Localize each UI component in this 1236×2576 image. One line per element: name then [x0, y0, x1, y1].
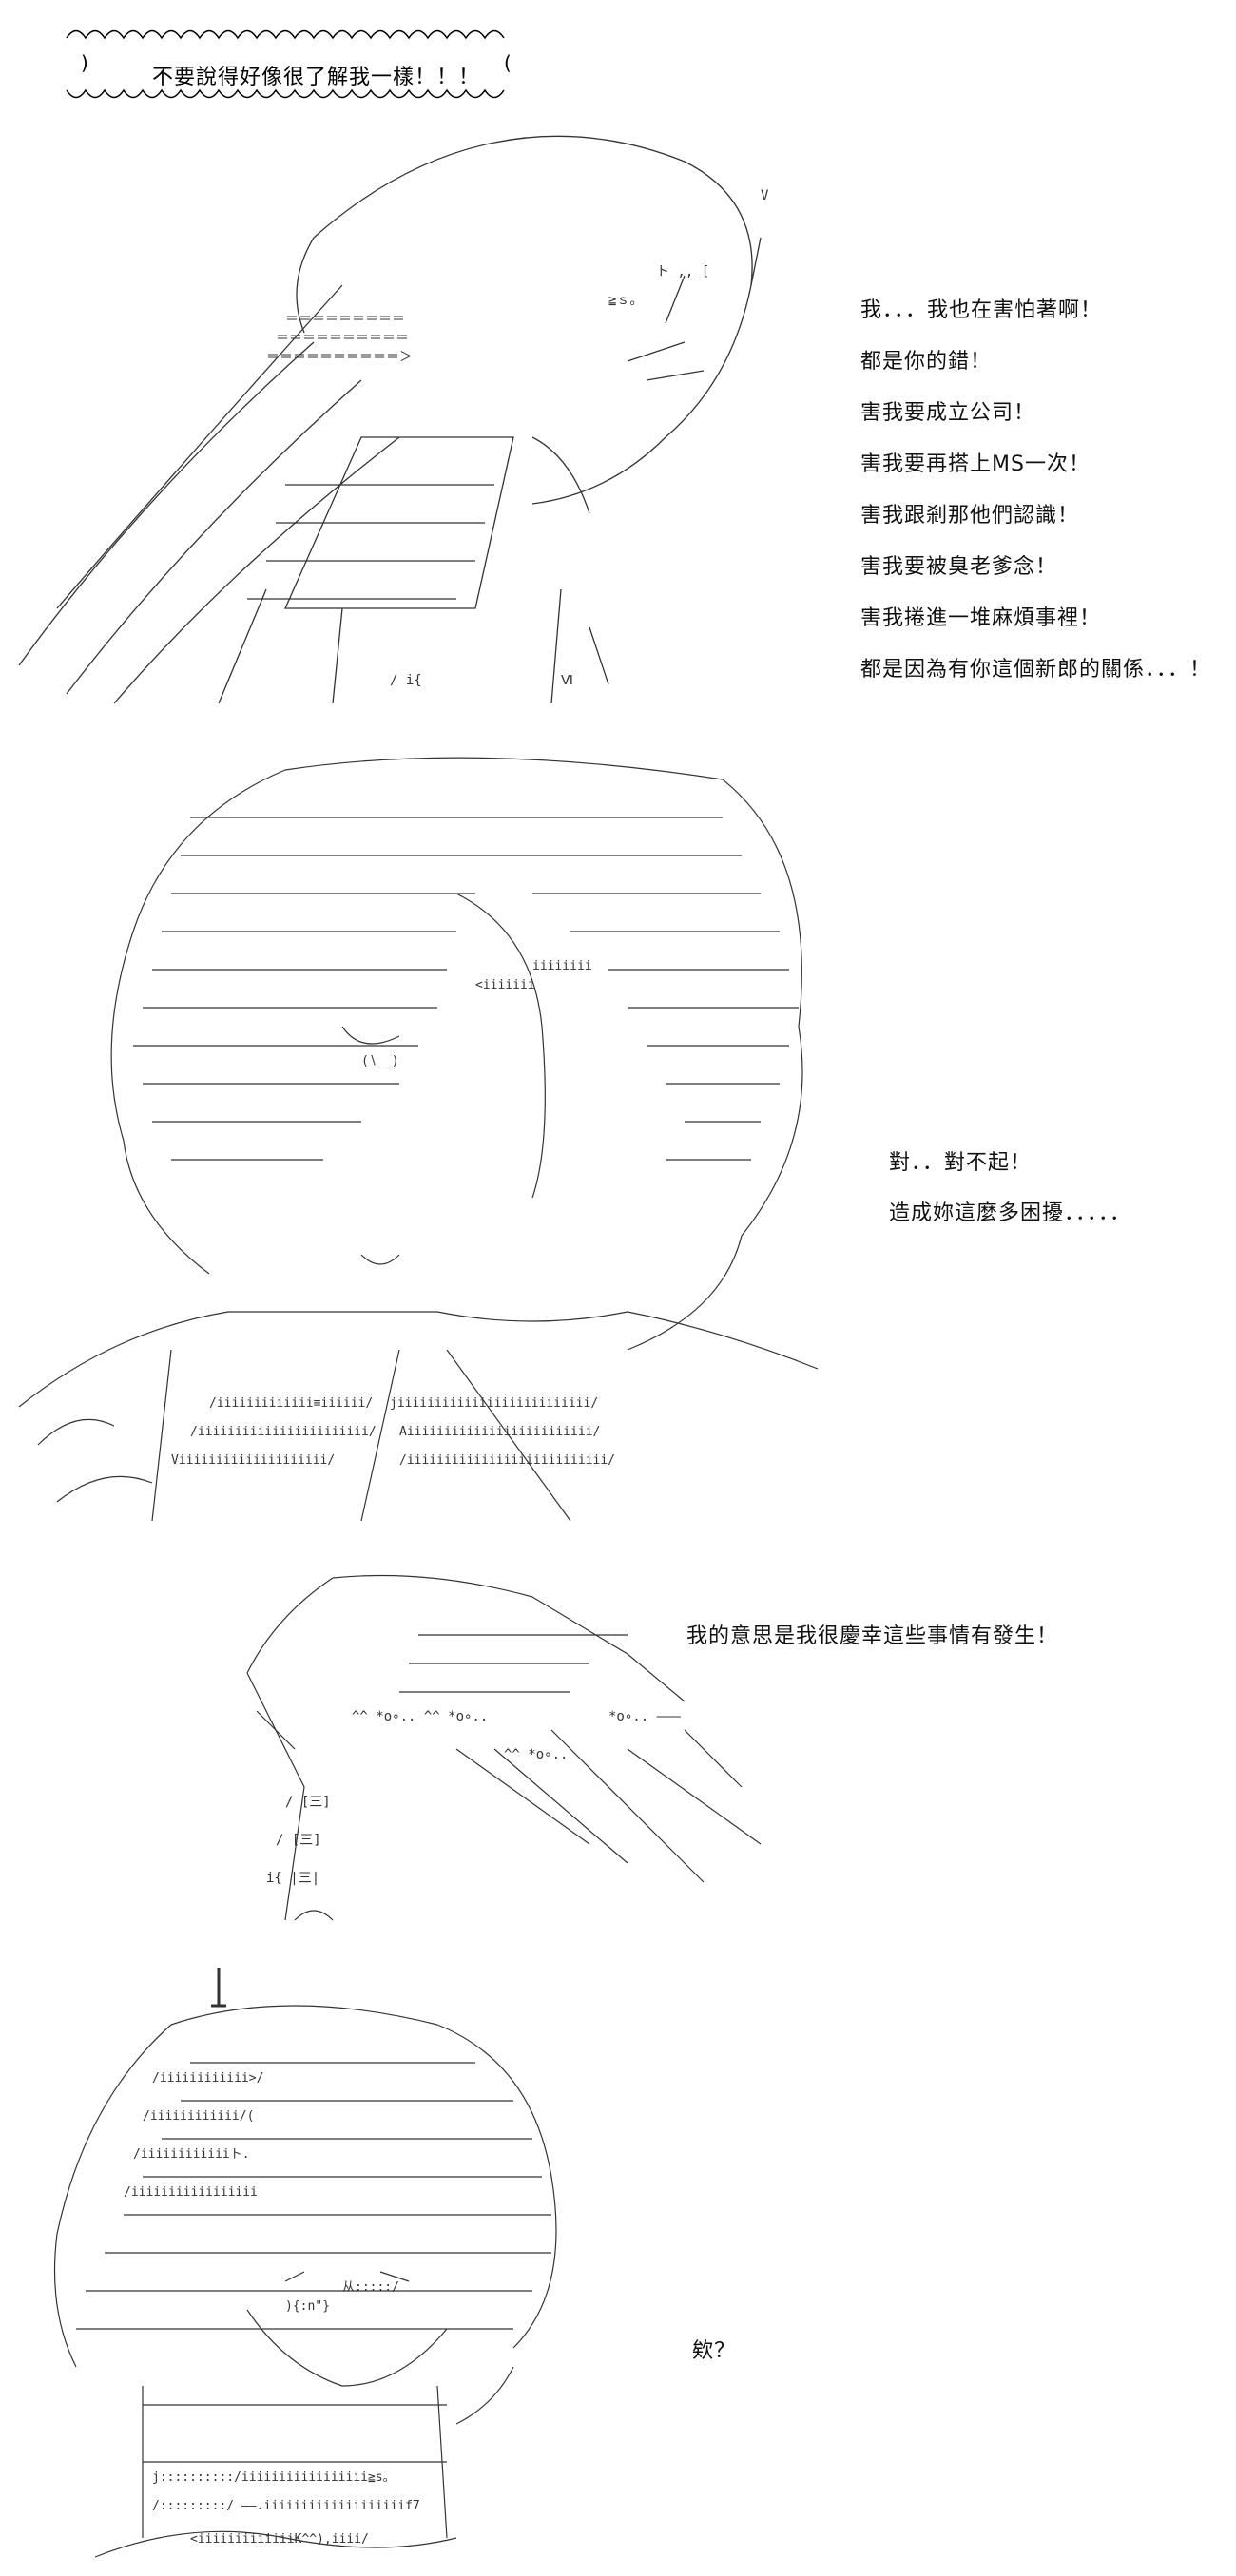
dialogue-line: 害我要成立公司！ — [860, 401, 1036, 425]
dialogue-line: 欸？ — [692, 2339, 737, 2363]
svg-text:(∖__): (∖__) — [361, 1054, 399, 1068]
panel-4: /iiiiiiiiiiii>/ /iiiiiiiiiiii/( /iiiiiii… — [0, 1968, 1236, 2576]
dialogue-line: 害我捲進一堆麻煩事裡！ — [860, 606, 1102, 630]
svg-text:/iiiiiiiiiiii/(: /iiiiiiiiiiii/( — [143, 2109, 254, 2124]
aa-figure-2: /iiiiiiiiiiiii≡iiiiii/ /iiiiiiiiiiiiiiii… — [0, 741, 837, 1522]
dialogue-line: 害我跟剎那他們認識！ — [860, 504, 1080, 528]
aa-figure-4: /iiiiiiiiiiii>/ /iiiiiiiiiiii/( /iiiiiii… — [0, 1968, 666, 2576]
svg-text:Viiiiiiiiiiiiiiiiiiii/: Viiiiiiiiiiiiiiiiiiii/ — [171, 1453, 335, 1468]
svg-text:＝＝＝＝＝＝＝＝＝＝: ＝＝＝＝＝＝＝＝＝＝ — [276, 331, 409, 346]
svg-text:V: V — [761, 188, 769, 203]
dialogue-line: 我的意思是我很慶幸這些事情有發生！ — [686, 1624, 1059, 1648]
svg-text:iiiiiiii: iiiiiiii — [532, 959, 592, 973]
svg-text:/iiiiiiiiiiiiiiiiiiiiiii/: /iiiiiiiiiiiiiiiiiiiiiii/ — [190, 1425, 377, 1439]
bubble-frame: ) ( — [66, 29, 512, 99]
svg-text:≧ｓ。: ≧ｓ。 — [608, 293, 643, 308]
svg-text:){:n"}: ){:n"} — [285, 2299, 330, 2314]
dialogue-line: 害我要被臭老爹念！ — [860, 555, 1058, 579]
svg-text:ト_,,_[: ト_,,_[ — [656, 264, 709, 279]
svg-text:<iiiiiii: <iiiiiii — [475, 978, 535, 992]
dialogue-line: 對．．對不起！ — [889, 1151, 1033, 1175]
svg-text:Aiiiiiiiiiiiiiiiiiiiiiiiii/: Aiiiiiiiiiiiiiiiiiiiiiiiii/ — [399, 1425, 600, 1439]
panel-1: ＝＝＝＝＝＝＝＝＝ ＝＝＝＝＝＝＝＝＝＝ ＝＝＝＝＝＝＝＝＝＝＞ ≧ｓ。 ト_,… — [0, 0, 1236, 704]
svg-text:Ⅵ: Ⅵ — [561, 673, 573, 688]
svg-text:): ) — [81, 51, 88, 74]
svg-text:/iiiiiiiiiiiiiiiiiiiiiiiiiii/: /iiiiiiiiiiiiiiiiiiiiiiiiiii/ — [399, 1453, 615, 1468]
svg-text:/iiiiiiiiiiiiiiiii: /iiiiiiiiiiiiiiiii — [124, 2185, 258, 2200]
svg-text:<iiiiiiiiiiiiiK^^),iiii/: <iiiiiiiiiiiiiK^^),iiii/ — [190, 2532, 369, 2547]
panel-2: /iiiiiiiiiiiii≡iiiiii/ /iiiiiiiiiiiiiiii… — [0, 722, 1236, 1540]
svg-text:/ [三]: / [三] — [285, 1795, 331, 1810]
svg-text:/:::::::::/ ——.iiiiiiiiiiiiiii: /:::::::::/ ——.iiiiiiiiiiiiiiiiiiif7 — [152, 2499, 420, 2513]
svg-text:/ i{: / i{ — [390, 673, 422, 688]
svg-text:*o∘.. ———: *o∘.. ——— — [608, 1709, 681, 1724]
svg-text:从:::::/: 从:::::/ — [342, 2280, 399, 2295]
bubble-top-text: 不要說得好像很了解我一樣！！！ — [152, 66, 481, 89]
svg-text:/iiiiiiiiiiii>/: /iiiiiiiiiiii>/ — [152, 2071, 263, 2086]
dialogue-line: 我．．．我也在害怕著啊！ — [860, 298, 1103, 322]
svg-text:/ [三]: / [三] — [276, 1833, 321, 1848]
dialogue-line: 害我要再搭上MS一次！ — [860, 452, 1091, 476]
svg-text:i{ |三|: i{ |三| — [266, 1871, 319, 1886]
svg-text:/iiiiiiiiiiiii≡iiiiii/: /iiiiiiiiiiiii≡iiiiii/ — [209, 1396, 373, 1411]
dialogue-line: 都是你的錯！ — [860, 350, 993, 374]
aa-figure-1: ＝＝＝＝＝＝＝＝＝ ＝＝＝＝＝＝＝＝＝＝ ＝＝＝＝＝＝＝＝＝＝＞ ≧ｓ。 ト_,… — [0, 95, 856, 704]
svg-text:^^ *o∘.. ^^ *o∘..: ^^ *o∘.. ^^ *o∘.. — [352, 1709, 488, 1724]
svg-text:＝＝＝＝＝＝＝＝＝＝＞: ＝＝＝＝＝＝＝＝＝＝＞ — [266, 350, 413, 365]
panel-3: ^^ *o∘.. ^^ *o∘.. ^^ *o∘.. *o∘.. ——— / [… — [0, 1559, 1236, 1968]
svg-text:＝＝＝＝＝＝＝＝＝: ＝＝＝＝＝＝＝＝＝ — [285, 312, 405, 327]
svg-text:(: ( — [504, 51, 512, 74]
svg-text:jiiiiiiiiiiiiiiiiiiiiiiiiii/: jiiiiiiiiiiiiiiiiiiiiiiiiii/ — [390, 1396, 598, 1411]
svg-text:/iiiiiiiiiiiiト.: /iiiiiiiiiiiiト. — [133, 2147, 250, 2162]
svg-text:^^ *o∘..: ^^ *o∘.. — [504, 1747, 568, 1762]
aa-figure-3: ^^ *o∘.. ^^ *o∘.. ^^ *o∘.. *o∘.. ——— / [… — [95, 1559, 762, 1958]
dialogue-line: 造成妳這麼多困擾．．．．． — [889, 1201, 1132, 1225]
dialogue-line: 都是因為有你這個新郎的關係．．．！ — [860, 658, 1212, 682]
speech-bubble-top: ) ( 不要說得好像很了解我一樣！！！ — [57, 19, 532, 105]
svg-text:j::::::::::/iiiiiiiiiiiiiiiii≧: j::::::::::/iiiiiiiiiiiiiiiii≧s。 — [152, 2470, 396, 2485]
